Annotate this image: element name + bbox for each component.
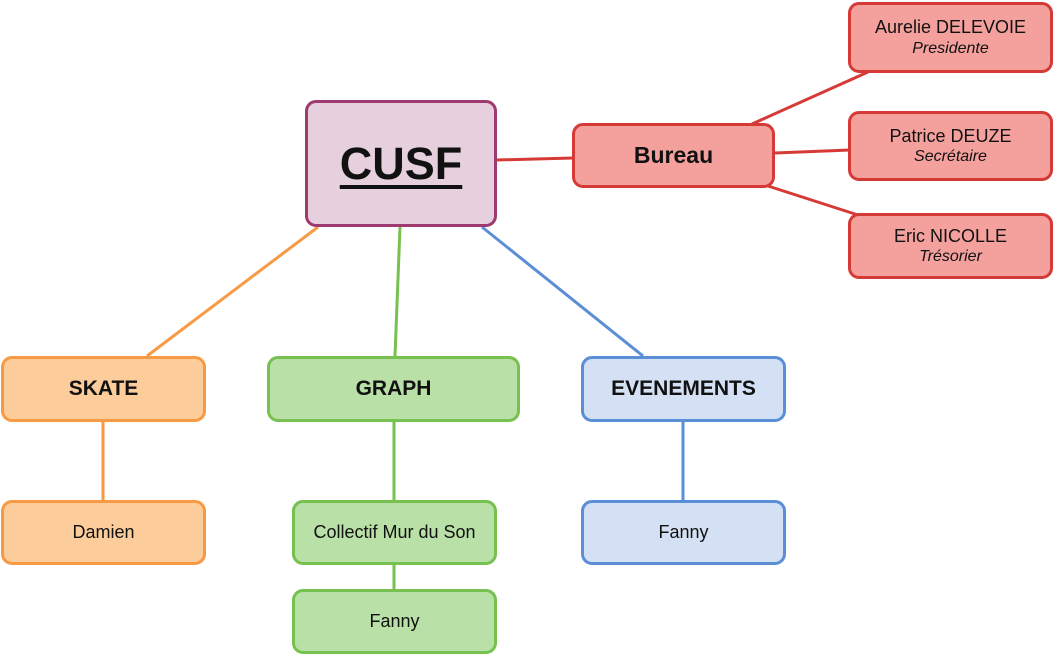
connector-root-graph [393, 226, 402, 357]
child-label: Collectif Mur du Son [313, 521, 476, 542]
group-node-skate: SKATE [1, 356, 206, 422]
group-node-graph: GRAPH [267, 356, 520, 422]
bureau-node: Bureau [572, 123, 775, 188]
child-node-evenements-fanny: Fanny [581, 500, 786, 565]
child-label: Fanny [369, 610, 420, 631]
child-node-graph-fanny: Fanny [292, 589, 497, 654]
connector-root-bureau [496, 156, 574, 162]
connector-root-evenements [481, 225, 644, 358]
child-label: Damien [72, 521, 135, 542]
connector-root-skate [146, 225, 319, 358]
member-node-treasurer: Eric NICOLLE Trésorier [848, 213, 1053, 279]
root-node-cusf: CUSF [305, 100, 497, 227]
member-node-president: Aurelie DELEVOIE Presidente [848, 2, 1053, 73]
group-node-evenements: EVENEMENTS [581, 356, 786, 422]
bureau-label: Bureau [633, 141, 714, 168]
connector-bureau-treasurer [767, 184, 859, 217]
member-role: Secrétaire [914, 148, 987, 166]
child-label: Fanny [658, 521, 709, 542]
group-label: GRAPH [355, 377, 432, 401]
member-role: Trésorier [919, 248, 982, 266]
member-node-secretary: Patrice DEUZE Secrétaire [848, 111, 1053, 181]
group-label: SKATE [68, 377, 139, 401]
member-name: Patrice DEUZE [889, 125, 1012, 146]
root-title: CUSF [339, 137, 463, 189]
child-node-collectif: Collectif Mur du Son [292, 500, 497, 565]
group-label: EVENEMENTS [611, 377, 756, 401]
child-node-damien: Damien [1, 500, 206, 565]
member-name: Aurelie DELEVOIE [874, 17, 1027, 38]
connector-bureau-president [751, 70, 869, 126]
connector-bureau-secretary [774, 148, 851, 155]
member-role: Presidente [912, 39, 989, 57]
member-name: Eric NICOLLE [893, 225, 1008, 246]
